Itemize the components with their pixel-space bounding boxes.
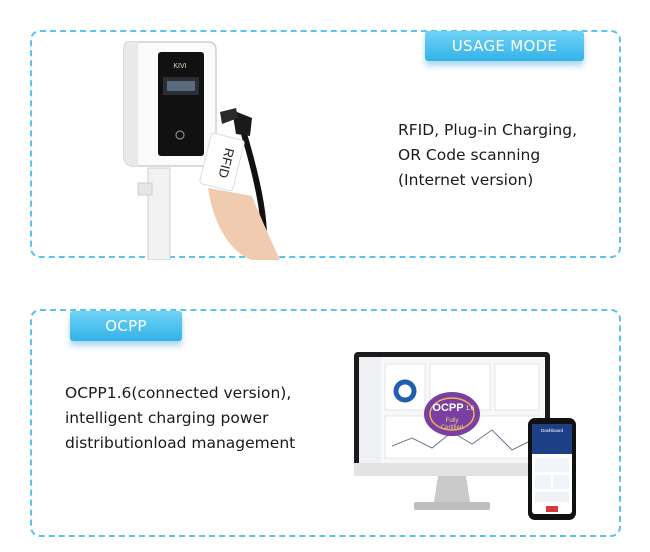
phone-title-text: Dashboard [541, 428, 564, 433]
ocpp-line-1: OCPP1.6(connected version), [65, 384, 292, 402]
ocpp-badge: OCPP [70, 311, 182, 341]
ocpp-logo-text: OCPP [432, 402, 463, 414]
charger-brand-text: KIVI [173, 63, 186, 70]
ocpp-line-2: intelligent charging power [65, 409, 269, 427]
usage-line-1: RFID, Plug-in Charging, [398, 121, 577, 139]
ocpp-description: OCPP1.6(connected version), intelligent … [65, 381, 295, 456]
usage-line-2: OR Code scanning [398, 146, 541, 164]
usage-mode-badge: USAGE MODE [425, 31, 584, 61]
ocpp-cert-line-1: Fully [446, 418, 459, 424]
ocpp-cert-line-2: Certified [441, 425, 463, 431]
usage-line-3: (Internet version) [398, 171, 534, 189]
usage-mode-description: RFID, Plug-in Charging, OR Code scanning… [398, 118, 577, 193]
charger-image: KIVI RFID [123, 41, 280, 260]
ocpp-logo-version: 1.6 [466, 406, 475, 412]
dashboard-devices-image: OCPP 1.6 Fully Certified Dashboard [354, 352, 576, 520]
usage-mode-panel [30, 30, 621, 258]
ocpp-panel [30, 309, 621, 537]
ocpp-line-3: distributionload management [65, 434, 296, 452]
rfid-card-text: RFID [215, 147, 237, 180]
